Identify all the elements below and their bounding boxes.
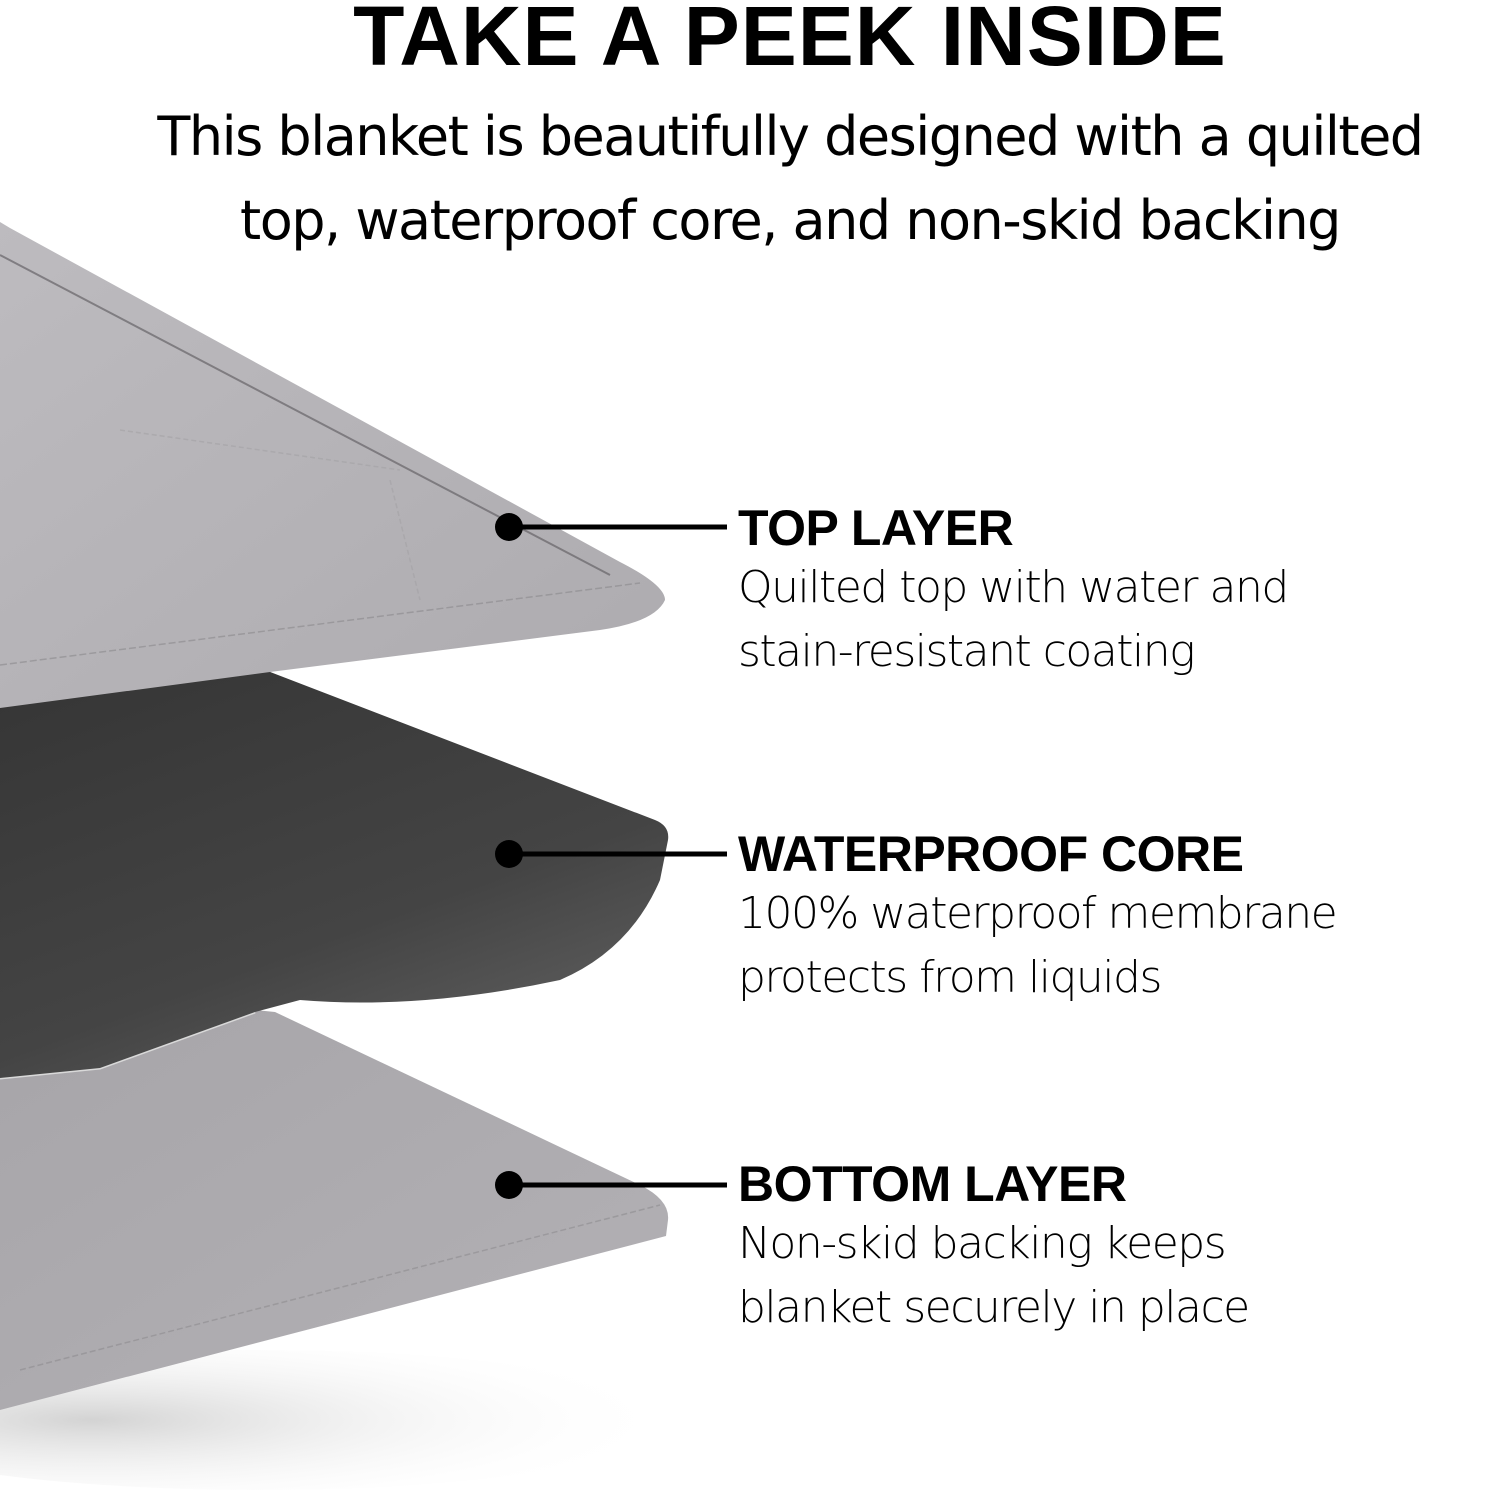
callout-top-layer: TOP LAYER Quilted top with water and sta… [738, 500, 1289, 684]
callout-heading: BOTTOM LAYER [738, 1156, 1127, 1212]
callout-desc-line-2: blanket securely in place [738, 1282, 1250, 1333]
core-layer-leader [495, 840, 727, 868]
page-title: TAKE A PEEK INSIDE [353, 0, 1227, 83]
subtitle-line-1: This blanket is beautifully designed wit… [157, 105, 1424, 168]
callout-desc-line-1: 100% waterproof membrane [738, 888, 1338, 939]
callout-heading: WATERPROOF CORE [738, 826, 1244, 882]
callout-desc-line-1: Quilted top with water and [738, 562, 1289, 613]
quilt-stitch-lines [119, 429, 421, 601]
bottom-stitch-line [19, 1204, 661, 1371]
bullet-dot-icon [495, 513, 523, 541]
callout-desc-line-2: protects from liquids [738, 952, 1162, 1003]
bullet-dot-icon [495, 1171, 523, 1199]
callout-bottom-layer: BOTTOM LAYER Non-skid backing keeps blan… [738, 1156, 1250, 1340]
top-layer-leader [495, 513, 727, 541]
callout-desc-line-1: Non-skid backing keeps [738, 1218, 1227, 1269]
core-layer-shape [0, 670, 669, 1078]
bullet-dot-icon [495, 840, 523, 868]
callout-waterproof-core: WATERPROOF CORE 100% waterproof membrane… [738, 826, 1338, 1010]
subtitle-line-2: top, waterproof core, and non-skid backi… [240, 189, 1341, 252]
top-layer-shape [0, 222, 665, 708]
top-stitch-line [0, 582, 641, 666]
callout-desc-line-2: stain-resistant coating [738, 626, 1196, 677]
page-subtitle: This blanket is beautifully designed wit… [40, 95, 1500, 263]
bottom-shadow [0, 1350, 680, 1490]
bottom-layer-shape [0, 1010, 669, 1410]
bottom-layer-leader [495, 1171, 727, 1199]
callout-heading: TOP LAYER [738, 500, 1014, 556]
